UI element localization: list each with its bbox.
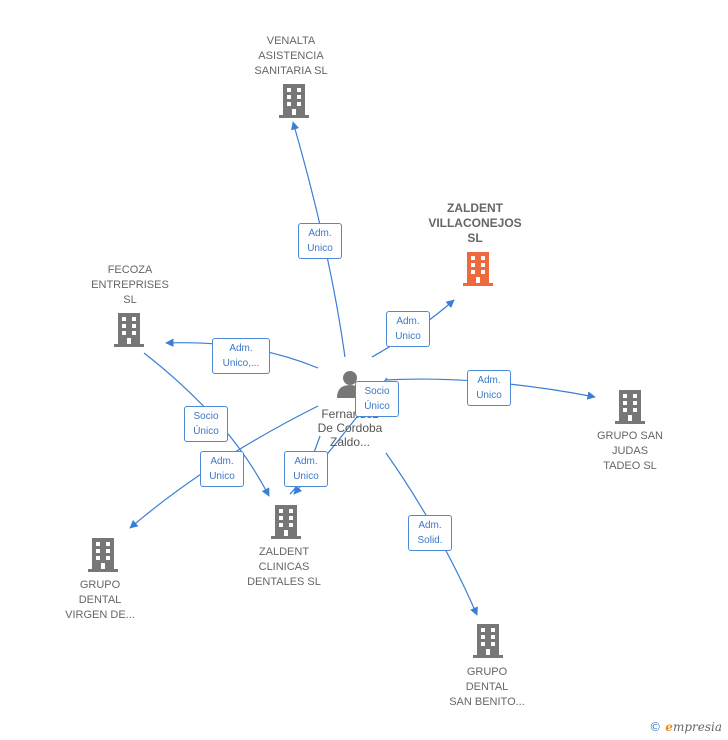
company-label-fecoza[interactable]: FECOZA ENTREPRISES SL: [91, 264, 169, 306]
edge-label-socio-left: Socio Único: [184, 406, 228, 442]
edge-label-fecoza: Adm. Unico,...: [212, 338, 270, 374]
edge-label-venalta: Adm. Unico: [298, 223, 342, 259]
edge-label-villaconejos: Adm. Unico: [386, 311, 430, 347]
copyright-icon: ©: [649, 720, 662, 734]
building-icon[interactable]: [271, 505, 301, 539]
company-label-zaldent-clinicas[interactable]: ZALDENT CLINICAS DENTALES SL: [247, 546, 321, 588]
edge-label-socio-center: Socio Único: [355, 381, 399, 417]
building-icon[interactable]: [473, 624, 503, 658]
company-label-grupo-dental-virgen[interactable]: GRUPO DENTAL VIRGEN DE...: [65, 579, 135, 621]
company-label-grupo-dental-san-benito[interactable]: GRUPO DENTAL SAN BENITO...: [449, 666, 525, 708]
footer-brand: ©empresia: [649, 720, 722, 734]
brand-logo-e: e: [665, 720, 673, 734]
company-label-zaldent-villaconejos[interactable]: ZALDENT VILLACONEJOS SL: [428, 201, 522, 245]
brand-logo-text: mpresia: [672, 720, 722, 734]
building-icon-highlight[interactable]: [463, 252, 493, 286]
edge-label-san-judas: Adm. Unico: [467, 370, 511, 406]
company-label-grupo-san-judas[interactable]: GRUPO SAN JUDAS TADEO SL: [596, 430, 663, 472]
building-icon[interactable]: [615, 390, 645, 424]
building-icon[interactable]: [279, 84, 309, 118]
edge-label-san-benito: Adm. Solid.: [408, 515, 452, 551]
edge-label-virgen: Adm. Unico: [200, 451, 244, 487]
edge-label-clinicas: Adm. Unico: [284, 451, 328, 487]
company-label-venalta[interactable]: VENALTA ASISTENCIA SANITARIA SL: [254, 35, 328, 77]
building-icon[interactable]: [114, 313, 144, 347]
building-icon[interactable]: [88, 538, 118, 572]
